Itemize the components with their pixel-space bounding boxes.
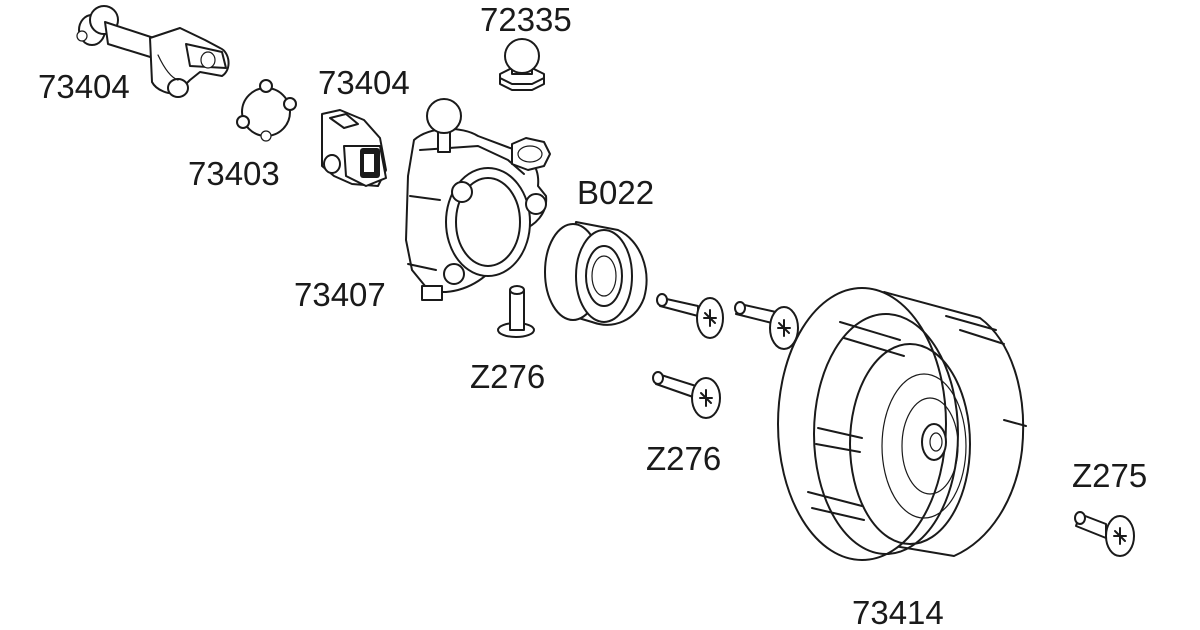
driveshaft-cup-part — [76, 5, 230, 98]
hub-carrier-part — [405, 98, 551, 301]
wheel-screw-part — [1074, 511, 1135, 557]
bearing-part — [544, 221, 648, 326]
pin-screw-label: Z276 — [470, 358, 546, 395]
driveshaft-label: 73404 — [38, 68, 130, 105]
ball-stud-label: 72335 — [480, 1, 572, 38]
wheel-screw-label: Z275 — [1072, 457, 1148, 494]
axle-screw-upper-left-part — [656, 293, 724, 339]
cross-pin-part — [236, 79, 297, 142]
wheel-label: 73414 — [852, 594, 944, 630]
yoke-label: 73404 — [318, 64, 410, 101]
axle-screw-lower-part — [652, 371, 721, 419]
ball-stud-part — [499, 38, 545, 91]
pin-screw-small-part — [497, 285, 535, 338]
hub-carrier-label: 73407 — [294, 276, 386, 313]
axle-screw-upper-right-part — [734, 301, 799, 350]
axle-screws-label: Z276 — [646, 440, 722, 477]
cross-pin-label: 73403 — [188, 155, 280, 192]
wheel-part — [777, 287, 1027, 561]
yoke-part — [321, 109, 387, 187]
bearing-label: B022 — [577, 174, 655, 211]
